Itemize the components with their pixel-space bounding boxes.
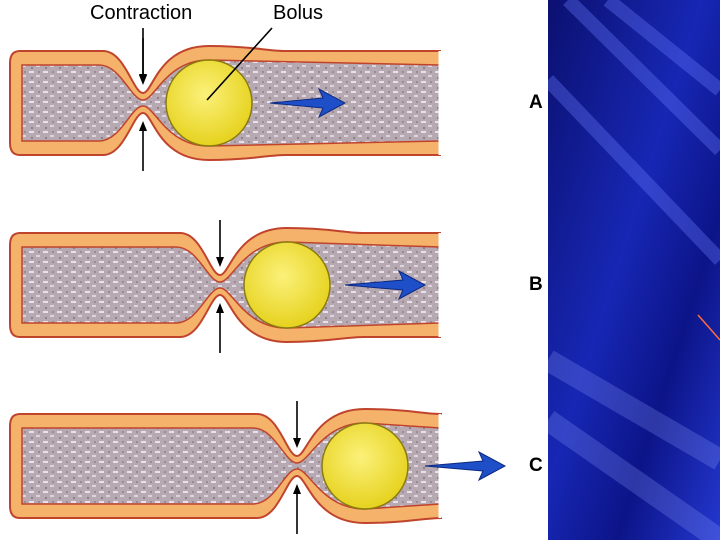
bolus-ball — [244, 242, 330, 328]
contraction-arrow-bottom — [293, 484, 301, 534]
contraction-arrow-bottom — [216, 303, 224, 353]
panel-label-b: B — [529, 274, 543, 296]
contraction-label: Contraction — [90, 2, 192, 25]
panel-label-a: A — [529, 92, 543, 114]
bolus-label: Bolus — [273, 2, 323, 25]
contraction-arrow-bottom — [139, 121, 147, 171]
tube-panel-a — [10, 38, 440, 171]
panel-label-c: C — [529, 455, 543, 477]
tube-panel-c — [10, 401, 505, 534]
decorative-blue-panel — [548, 0, 720, 540]
bolus-ball — [322, 423, 408, 509]
bolus-ball — [166, 60, 252, 146]
contraction-arrow-top — [293, 401, 301, 448]
contraction-arrow-top — [216, 220, 224, 267]
tube-panel-b — [10, 220, 440, 353]
